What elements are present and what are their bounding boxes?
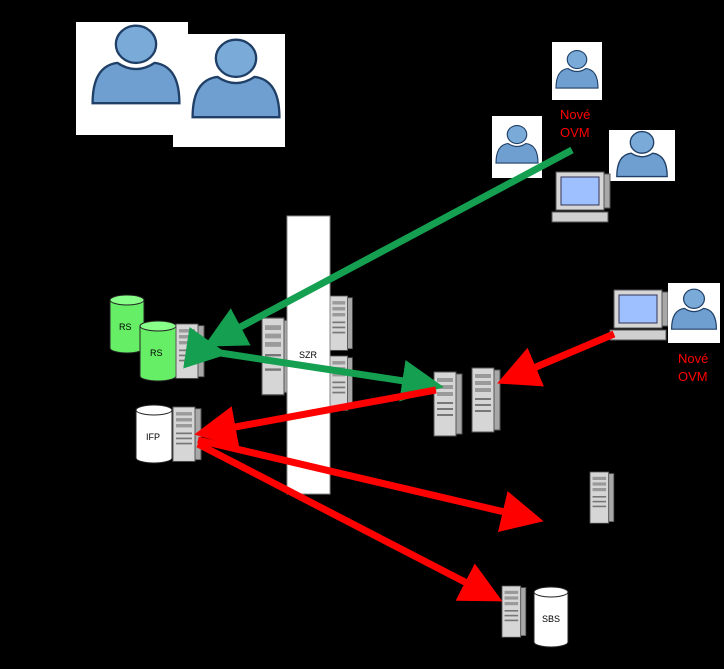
- red-arrow-ifp-to-sbs: [196, 440, 503, 602]
- red-arrow-pc-to-servers: [497, 330, 616, 387]
- server-icon: [501, 585, 527, 638]
- computer-icon: [609, 289, 669, 341]
- user-card-right-lower: [668, 283, 720, 343]
- server-icon: [471, 367, 501, 433]
- database-rs-a: RS: [109, 294, 145, 354]
- label-data-pool: IFP: [146, 432, 160, 442]
- label-external-store: SBS: [542, 614, 560, 624]
- server-icon: [329, 295, 353, 351]
- user-group-left: [76, 22, 285, 147]
- label-registry-a: RS: [119, 322, 132, 332]
- user-card-right: [609, 130, 675, 181]
- database-sbs: SBS: [533, 586, 569, 648]
- user-card-top: [552, 42, 602, 100]
- server-icon: [329, 355, 353, 411]
- database-ifp: IFP: [135, 404, 173, 464]
- computer-icon: [551, 171, 611, 223]
- database-rs-b: RS: [139, 320, 177, 382]
- server-icon: [175, 323, 205, 379]
- green-arrow-users-to-rs: [203, 146, 574, 347]
- red-arrow-ifp-to-server: [197, 436, 544, 533]
- red-arrow-servers-to-ifp: [194, 386, 437, 448]
- server-icon: [433, 371, 463, 437]
- server-icon: [589, 471, 615, 524]
- server-icon: [261, 317, 291, 396]
- central-hub: SZR: [286, 215, 331, 495]
- label-registry-b: RS: [150, 348, 163, 358]
- label-central-hub: SZR: [299, 350, 318, 360]
- green-arrow-rs-to-servers: [183, 327, 444, 402]
- server-icon: [172, 406, 202, 462]
